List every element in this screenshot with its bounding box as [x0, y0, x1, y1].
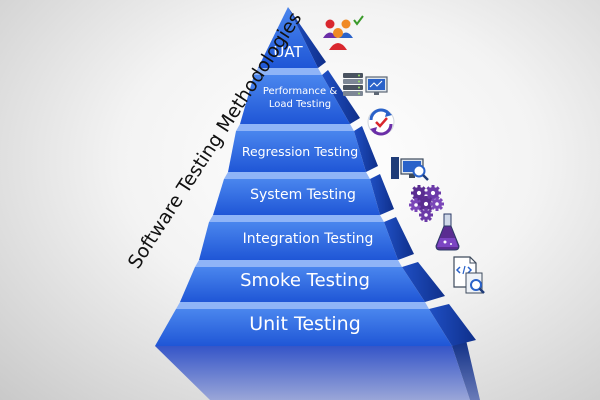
- pyramid-base-side: [452, 340, 480, 400]
- level-side-face: [384, 217, 414, 260]
- level-ledge: [236, 124, 354, 131]
- level-ledge: [195, 260, 402, 267]
- level-ledge: [176, 302, 429, 309]
- computer-magnifier-icon: [391, 157, 429, 181]
- level-side-face: [370, 174, 394, 215]
- level-front-face: [228, 131, 366, 172]
- level-label: Regression Testing: [242, 144, 358, 159]
- level-label-line-1: Performance &: [263, 86, 338, 97]
- level-ledge: [224, 172, 370, 179]
- level-label: Integration Testing: [243, 231, 374, 247]
- level-side-face: [322, 70, 360, 124]
- pyramid-level-1: [258, 7, 326, 68]
- level-label-line-2: Load Testing: [269, 99, 331, 110]
- pyramid-level-4: [213, 172, 394, 215]
- level-label: Unit Testing: [249, 313, 361, 335]
- level-front-face: [258, 7, 318, 68]
- level-ledge: [254, 68, 322, 75]
- level-label: UAT: [273, 43, 303, 61]
- gears-icon: [409, 185, 444, 222]
- pyramid-level-3: [228, 124, 378, 172]
- cycle-checkmark-icon: [367, 108, 395, 136]
- level-front-face: [213, 179, 380, 215]
- pyramid-level-5: [199, 215, 414, 260]
- users-checkmark-icon: [323, 15, 364, 50]
- level-front-face: [240, 75, 350, 124]
- server-monitor-icon: [343, 73, 388, 96]
- level-front-face: [199, 222, 398, 260]
- code-document-magnifier-icon: [453, 256, 485, 294]
- level-side-face: [402, 262, 445, 302]
- pyramid-level-2: [240, 68, 360, 124]
- level-front-face: [180, 267, 425, 302]
- level-side-face: [354, 126, 378, 172]
- level-ledge: [209, 215, 384, 222]
- pyramid-level-6: [180, 260, 445, 302]
- pyramid-levels: [155, 7, 476, 346]
- level-side-face: [288, 7, 326, 68]
- level-label: Smoke Testing: [240, 270, 370, 291]
- level-side-face: [429, 304, 476, 346]
- flask-icon: [435, 213, 460, 251]
- level-label: System Testing: [250, 187, 356, 203]
- pyramid-base-front: [155, 346, 470, 400]
- pyramid-icons: [323, 15, 485, 294]
- level-front-face: [155, 309, 452, 346]
- pyramid-level-7: [155, 302, 476, 346]
